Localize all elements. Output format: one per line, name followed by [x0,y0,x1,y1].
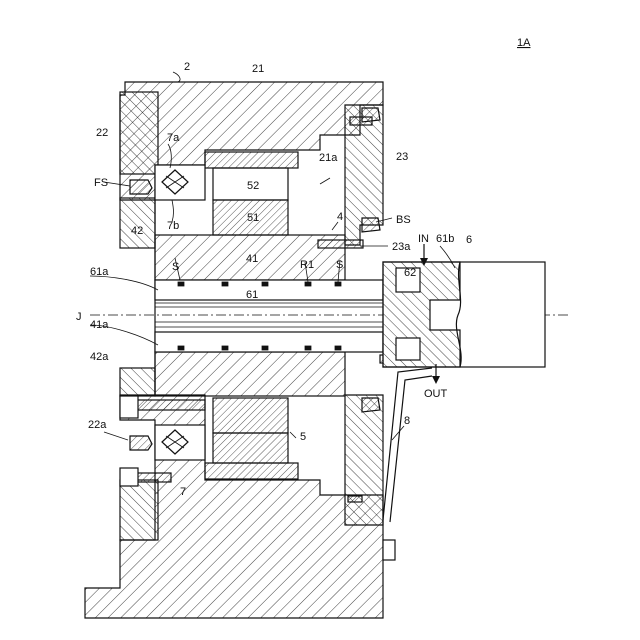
end-cover-lower [345,395,383,525]
stator-lower-hatch [205,463,298,479]
label-23: 23 [396,151,408,163]
label-61a: 61a [90,266,109,278]
label-21: 21 [252,63,264,75]
label-s-right: S [336,259,343,271]
seal-bottom-icon [362,398,380,412]
label-22: 22 [96,127,108,139]
label-fs: FS [94,177,108,189]
label-r1: R1 [300,259,314,271]
label-out: OUT [424,388,448,400]
outlet-arrow-head [432,376,440,384]
label-7: 7 [180,486,186,498]
label-23a: 23a [392,241,411,253]
label-5: 5 [300,431,306,443]
label-7a: 7a [167,132,180,144]
label-s-left: S [172,261,179,273]
connector-lower [396,338,420,360]
figure-title: 1A [517,37,531,49]
stator-lower-block [213,398,288,433]
label-52: 52 [247,180,259,192]
rotor-lower [155,352,345,396]
label-42: 42 [131,225,143,237]
label-in: IN [418,233,429,245]
shaft-upper [155,280,383,300]
label-41: 41 [246,253,258,265]
left-plate-lower [120,480,158,540]
label-2: 2 [184,61,190,73]
label-61b: 61b [436,233,454,245]
shaft-lower [155,332,383,352]
label-bs: BS [396,214,411,226]
label-62: 62 [404,267,416,279]
left-plate [120,92,158,174]
seal-fs-icon [130,180,152,194]
label-8: 8 [404,415,410,427]
spacer-block-lower [120,368,155,396]
label-6: 6 [466,234,472,246]
label-22a: 22a [88,419,107,431]
label-7b: 7b [167,220,179,232]
label-4: 4 [337,211,343,223]
spacer-block [120,198,155,248]
label-42a: 42a [90,351,109,363]
coil-outer-hatch [205,152,298,168]
label-j: J [76,311,82,323]
label-51: 51 [247,212,259,224]
label-61: 61 [246,289,258,301]
label-21a: 21a [319,152,338,164]
seal-bs-icon [362,218,380,232]
stator-lower-block-2 [213,433,288,463]
seal-22a-icon [130,436,152,450]
label-41a: 41a [90,319,109,331]
pipe-bracket [383,540,395,560]
